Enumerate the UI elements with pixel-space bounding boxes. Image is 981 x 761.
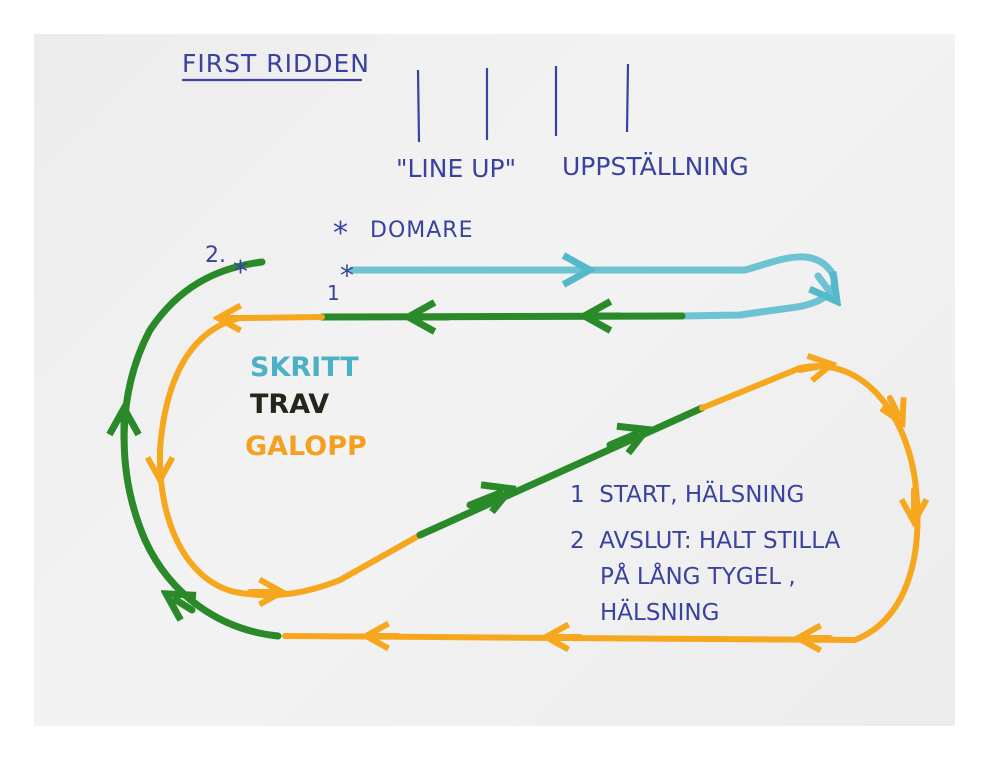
legend-trav: TRAV xyxy=(250,389,329,420)
note-finish: 2 AVSLUT: HALT STILLA xyxy=(570,528,841,554)
note-start: 1 START, HÄLSNING xyxy=(570,480,804,508)
start-marker: 1 xyxy=(327,281,340,305)
note-salute: HÄLSNING xyxy=(600,598,719,626)
lineup-label: "LINE UP" xyxy=(396,154,516,183)
note-long-rein: PÅ LÅNG TYGEL , xyxy=(600,562,796,590)
lineup-translation: UPPSTÄLLNING xyxy=(562,152,749,181)
lineup-posts xyxy=(416,63,630,143)
end-marker: 2. xyxy=(205,243,226,268)
legend-galopp: GALOPP xyxy=(245,431,367,462)
judge-label: DOMARE xyxy=(370,218,473,243)
trot-path-return xyxy=(318,316,686,317)
judge-star-icon: * xyxy=(333,216,348,251)
walk-path xyxy=(348,257,834,320)
canter-left-loop xyxy=(160,317,423,595)
trot-diagonal xyxy=(416,404,706,539)
end-star-icon: * xyxy=(233,255,248,290)
trot-outer-arc xyxy=(124,258,282,640)
diagram-title: FIRST RIDDEN xyxy=(182,49,370,78)
legend-skritt: SKRITT xyxy=(250,352,359,383)
canter-right-loop xyxy=(282,366,918,640)
judge-position-star-icon: * xyxy=(340,259,354,292)
